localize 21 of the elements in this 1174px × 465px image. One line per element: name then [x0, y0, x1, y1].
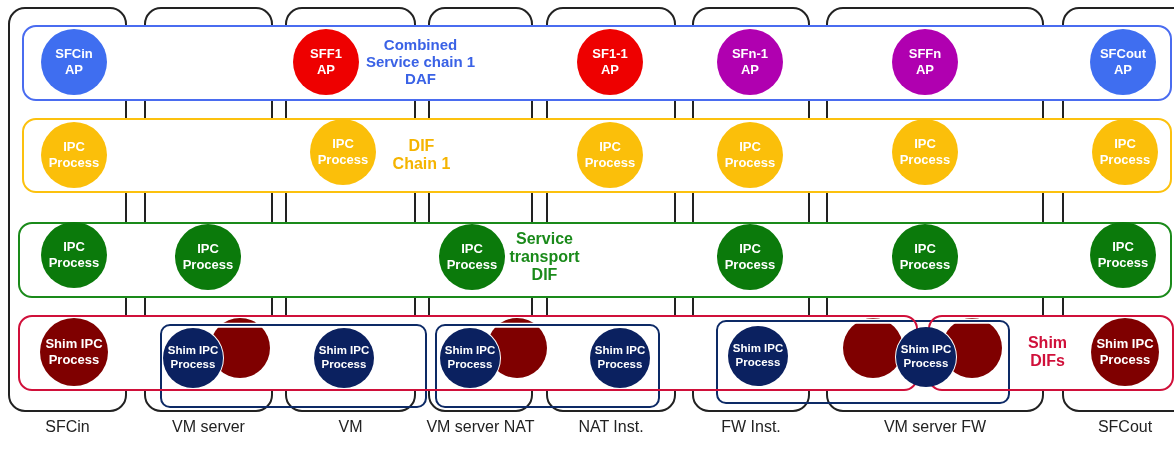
system-label: NAT Inst. [577, 418, 645, 436]
process-circle: Shim IPC Process [163, 328, 223, 388]
process-circle: Shim IPC Process [1091, 318, 1159, 386]
process-circle: Shim IPC Process [590, 328, 650, 388]
process-circle [843, 318, 903, 378]
system-label: FW Inst. [720, 418, 782, 436]
system-label: VM server NAT [425, 418, 536, 436]
process-circle: Shim IPC Process [314, 328, 374, 388]
system-label: SFCin [44, 418, 91, 436]
system-label: VM server FW [882, 418, 988, 436]
process-circle: Shim IPC Process [728, 326, 788, 386]
band-title: Combined Service chain 1 DAF [364, 35, 477, 88]
system-label: SFCout [1096, 418, 1154, 436]
band-title: Service transport DIF [508, 229, 581, 286]
process-circle: Shim IPC Process [896, 327, 956, 387]
process-circle: Shim IPC Process [440, 328, 500, 388]
band-title: DIF Chain 1 [391, 136, 452, 173]
system-label: VM [337, 418, 364, 436]
system-label: VM server [171, 418, 246, 436]
band-title: Shim DIFs [1026, 333, 1069, 370]
process-circle: Shim IPC Process [40, 318, 108, 386]
